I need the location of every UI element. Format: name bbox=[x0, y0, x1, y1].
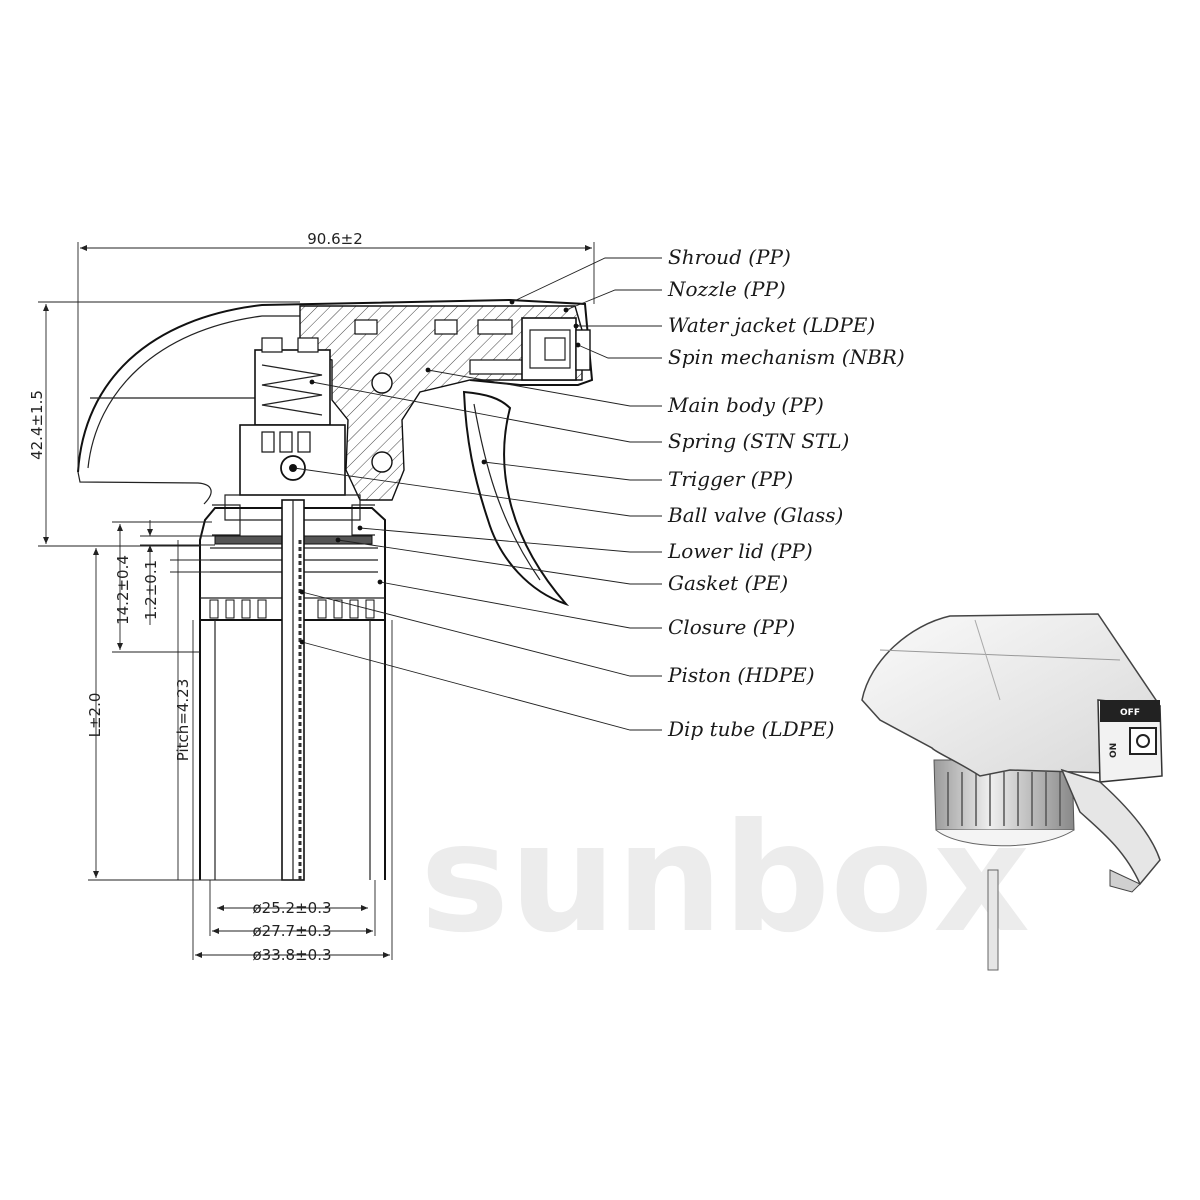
shroud-outline bbox=[77, 298, 594, 473]
dim-pitch: Pitch=4.23 bbox=[174, 679, 192, 762]
nozzle-marking-side: ON bbox=[1109, 743, 1119, 758]
dim-outer-diameter: ø33.8±0.3 bbox=[253, 946, 332, 964]
callout-closure: Closure (PP) bbox=[668, 615, 795, 639]
trigger bbox=[462, 390, 570, 607]
leader-lines bbox=[291, 257, 662, 731]
callout-dip-tube: Dip tube (LDPE) bbox=[667, 717, 834, 741]
callout-ball-valve: Ball valve (Glass) bbox=[667, 503, 843, 527]
callout-spring: Spring (STN STL) bbox=[668, 429, 849, 453]
dim-inner-diameter: ø25.2±0.3 bbox=[253, 899, 332, 917]
callout-shroud: Shroud (PP) bbox=[668, 245, 791, 269]
dim-height: 42.4±1.5 bbox=[28, 390, 46, 460]
watermark-text: sunbox bbox=[420, 792, 1030, 966]
callout-nozzle: Nozzle (PP) bbox=[667, 277, 786, 301]
dim-tube-length: L±2.0 bbox=[86, 693, 104, 738]
dimensions: 90.6±2 42.4±1.5 14.2±0.4 1.2±0.1 L±2.0 P… bbox=[28, 230, 595, 964]
callout-labels: Shroud (PP) Nozzle (PP) Water jacket (LD… bbox=[667, 245, 905, 741]
callout-spin-mechanism: Spin mechanism (NBR) bbox=[668, 345, 905, 369]
spring bbox=[261, 364, 323, 416]
section-view bbox=[77, 298, 594, 881]
closure bbox=[199, 507, 386, 621]
callout-piston: Piston (HDPE) bbox=[667, 663, 815, 687]
callout-lower-lid: Lower lid (PP) bbox=[667, 539, 813, 563]
callout-gasket: Gasket (PE) bbox=[668, 571, 788, 595]
callout-trigger: Trigger (PP) bbox=[668, 467, 793, 491]
dim-thread-diameter: ø27.7±0.3 bbox=[253, 922, 332, 940]
callout-main-body: Main body (PP) bbox=[667, 393, 824, 417]
nozzle-marking-top: OFF bbox=[1120, 708, 1140, 718]
closure-ribs bbox=[209, 599, 375, 619]
dim-overall-width: 90.6±2 bbox=[307, 230, 363, 248]
dim-neck-height: 14.2±0.4 bbox=[114, 555, 132, 625]
product-illustration: OFF ON bbox=[861, 613, 1163, 971]
cylinder bbox=[254, 349, 331, 426]
dim-gasket-thickness: 1.2±0.1 bbox=[142, 560, 160, 620]
callout-water-jacket: Water jacket (LDPE) bbox=[668, 313, 875, 337]
